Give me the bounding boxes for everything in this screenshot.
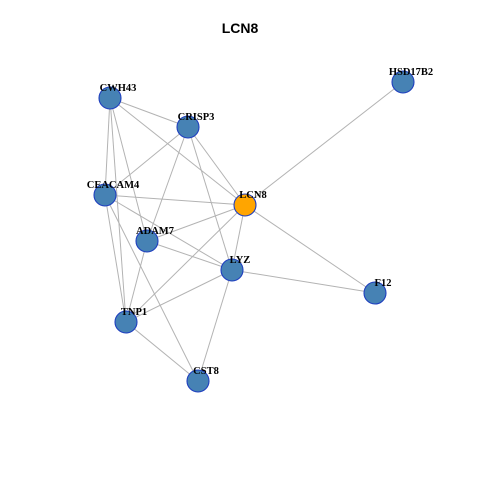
node-label-lcn8: LCN8 [239,190,266,201]
edge-adam7-lyz [146,240,233,271]
edge-crisp3-lyz [187,126,233,271]
edge-crisp3-adam7 [146,126,189,242]
edge-lyz-f12 [231,269,376,294]
edge-lcn8-f12 [244,204,376,294]
node-label-ceacam4: CEACAM4 [87,180,140,191]
edge-adam7-tnp1 [125,240,148,323]
node-label-f12: F12 [375,278,392,289]
node-cwh43 [98,86,122,110]
node-hsd17b2 [391,70,415,94]
node-crisp3 [176,115,200,139]
edge-cwh43-lcn8 [109,97,246,206]
edge-tnp1-cst8 [125,321,199,382]
node-adam7 [135,229,159,253]
node-lcn8 [233,193,257,217]
node-label-cwh43: CWH43 [100,83,137,94]
edge-cwh43-adam7 [109,97,148,242]
edge-crisp3-ceacam4 [104,126,189,196]
edge-cwh43-ceacam4 [104,97,111,196]
node-ceacam4 [93,183,117,207]
edge-lcn8-tnp1 [125,204,246,323]
edge-cwh43-crisp3 [109,97,189,128]
edge-lcn8-adam7 [146,204,246,242]
edge-ceacam4-tnp1 [104,194,127,323]
node-f12 [363,281,387,305]
edge-crisp3-lcn8 [187,126,246,206]
edge-ceacam4-lcn8 [104,194,246,206]
edge-cwh43-tnp1 [109,97,127,323]
node-tnp1 [114,310,138,334]
diagram-title: LCN8 [221,20,259,36]
node-layer [93,70,415,393]
edge-ceacam4-cst8 [104,194,199,382]
edge-lyz-tnp1 [125,269,233,323]
node-label-cst8: CST8 [193,366,219,377]
edge-hsd17b2-lcn8 [244,81,404,206]
edge-lyz-cst8 [197,269,233,382]
node-label-lyz: LYZ [230,255,251,266]
node-label-adam7: ADAM7 [136,226,174,237]
node-label-tnp1: TNP1 [121,307,147,318]
node-lyz [220,258,244,282]
node-label-hsd17b2: HSD17B2 [389,67,433,78]
edge-layer [104,81,404,382]
node-label-crisp3: CRISP3 [178,112,215,123]
edge-ceacam4-lyz [104,194,233,271]
node-cst8 [186,369,210,393]
